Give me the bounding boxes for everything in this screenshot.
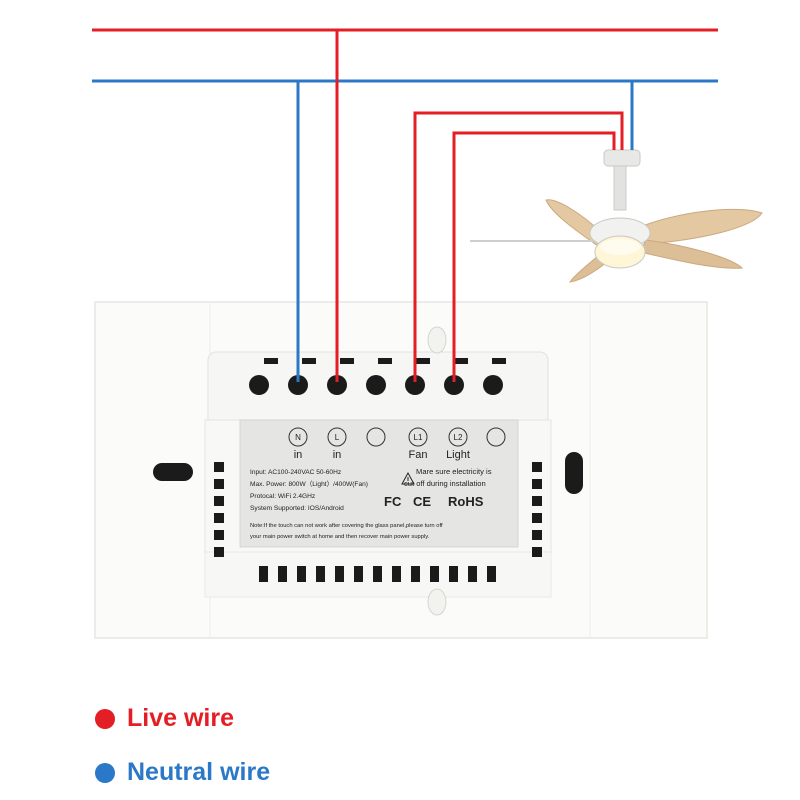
terminal-circle-l1	[408, 427, 428, 447]
spec-input: Input: AC100-240VAC 50-60Hz	[250, 469, 341, 476]
warning-line1: Mare sure electricity is	[416, 467, 492, 476]
legend-neutral-label: Neutral wire	[127, 758, 271, 786]
vent-slot	[214, 479, 224, 489]
switch-panel: N in L in L1 Fan L2 Light Input: AC100-2…	[94, 301, 708, 639]
terminal-letter-l1: L1	[414, 433, 423, 442]
terminal-letter-l: L	[335, 433, 340, 442]
note-line2: your main power switch at home and then …	[250, 534, 430, 540]
vent-slot	[487, 566, 496, 582]
terminal-sub-n: in	[294, 449, 303, 461]
vent-slot	[532, 496, 542, 506]
vent-slot	[214, 530, 224, 540]
vent-slot	[492, 358, 506, 364]
vent-slot	[449, 566, 458, 582]
vent-slot	[214, 513, 224, 523]
vent-slot	[302, 358, 316, 364]
vent-slot	[532, 462, 542, 472]
spec-protocol: Protocal: WiFi 2.4GHz	[250, 493, 315, 500]
vent-slot	[411, 566, 420, 582]
terminal-letter-l2: L2	[454, 433, 463, 442]
spec-system: System Supported: IOS/Android	[250, 505, 344, 512]
note-line1: Note:If the touch can not work after cov…	[250, 523, 443, 529]
vent-slot	[532, 530, 542, 540]
vent-slot	[532, 513, 542, 523]
vent-slot	[297, 566, 306, 582]
terminal-sub-l1: Fan	[409, 449, 428, 461]
ceiling-fan-icon	[470, 149, 763, 283]
vent-slot	[392, 566, 401, 582]
terminal-markings: N in L in L1 Fan L2 Light	[288, 427, 506, 461]
neutral-wire-dot-icon	[95, 762, 115, 783]
terminal-hole	[483, 375, 503, 395]
mounting-slot-right	[565, 452, 583, 494]
vent-slot	[214, 462, 224, 472]
vent-slot	[378, 358, 392, 364]
vent-slot	[264, 358, 278, 364]
terminal-holes	[249, 375, 503, 395]
terminal-hole	[249, 375, 269, 395]
terminal-circle-n	[288, 427, 308, 447]
terminal-hole	[327, 375, 347, 395]
terminal-hole	[366, 375, 386, 395]
terminal-hole	[444, 375, 464, 395]
screw-boss-bottom	[427, 588, 447, 616]
terminal-circle-empty	[366, 427, 386, 447]
vent-slot	[354, 566, 363, 582]
spec-label: N in L in L1 Fan L2 Light Input: AC100-2…	[239, 419, 519, 548]
warning-line2: cut off during installation	[404, 479, 486, 488]
ventilation-slots	[214, 358, 542, 582]
vent-slot	[416, 358, 430, 364]
vent-slot	[373, 566, 382, 582]
terminal-hole	[405, 375, 425, 395]
terminal-sub-l2: Light	[446, 449, 470, 461]
fcc-mark: FC	[384, 494, 402, 509]
terminal-sub-l: in	[333, 449, 342, 461]
vent-slot	[532, 479, 542, 489]
legend-live-label: Live wire	[127, 704, 234, 732]
fan-wire-to-l1	[413, 111, 624, 382]
terminal-hole	[288, 375, 308, 395]
vent-slot	[532, 547, 542, 557]
terminal-letter-n: N	[295, 433, 301, 442]
vent-slot	[316, 566, 325, 582]
vent-slot	[454, 358, 468, 364]
vent-slot	[430, 566, 439, 582]
live-wire-dot-icon	[95, 708, 115, 729]
vent-slot	[259, 566, 268, 582]
legend-neutral-wire: Neutral wire	[95, 758, 270, 787]
ce-mark: CE	[413, 494, 431, 509]
vent-slot	[214, 547, 224, 557]
vent-slot	[214, 496, 224, 506]
vent-slot	[335, 566, 344, 582]
terminal-circle-empty	[486, 427, 506, 447]
light-wire-to-l2	[452, 131, 616, 382]
rohs-mark: RoHS	[448, 494, 484, 509]
mounting-slot-left	[153, 463, 193, 481]
warning-icon	[401, 471, 415, 485]
vent-slot	[340, 358, 354, 364]
wires	[92, 28, 718, 382]
vent-slot	[468, 566, 477, 582]
terminal-circle-l2	[448, 427, 468, 447]
spec-power: Max. Power: 800W（Light）/400W(Fan)	[250, 480, 368, 488]
terminal-circle-l	[327, 427, 347, 447]
screw-boss-top	[427, 326, 447, 354]
legend-live-wire: Live wire	[95, 704, 234, 733]
vent-slot	[278, 566, 287, 582]
